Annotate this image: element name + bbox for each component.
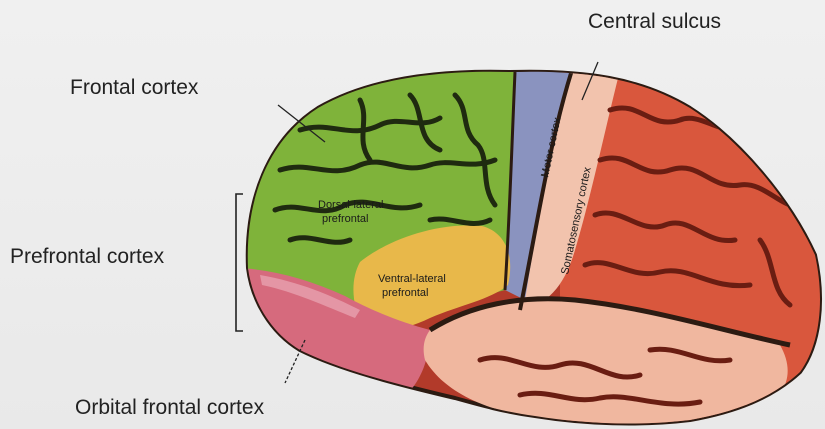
dorsal-lateral-label-line1: Dorsal-lateral	[318, 199, 383, 211]
frontal-cortex-label: Frontal cortex	[70, 76, 198, 100]
central-sulcus-label: Central sulcus	[588, 10, 721, 34]
ventral-lateral-label-line2: prefrontal	[382, 287, 428, 299]
orbital-frontal-cortex-label: Orbital frontal cortex	[75, 396, 264, 420]
dorsal-lateral-label-line2: prefrontal	[322, 213, 368, 225]
prefrontal-cortex-label: Prefrontal cortex	[10, 245, 164, 269]
prefrontal-bracket	[236, 194, 243, 331]
ventral-lateral-label-line1: Ventral-lateral	[378, 273, 446, 285]
